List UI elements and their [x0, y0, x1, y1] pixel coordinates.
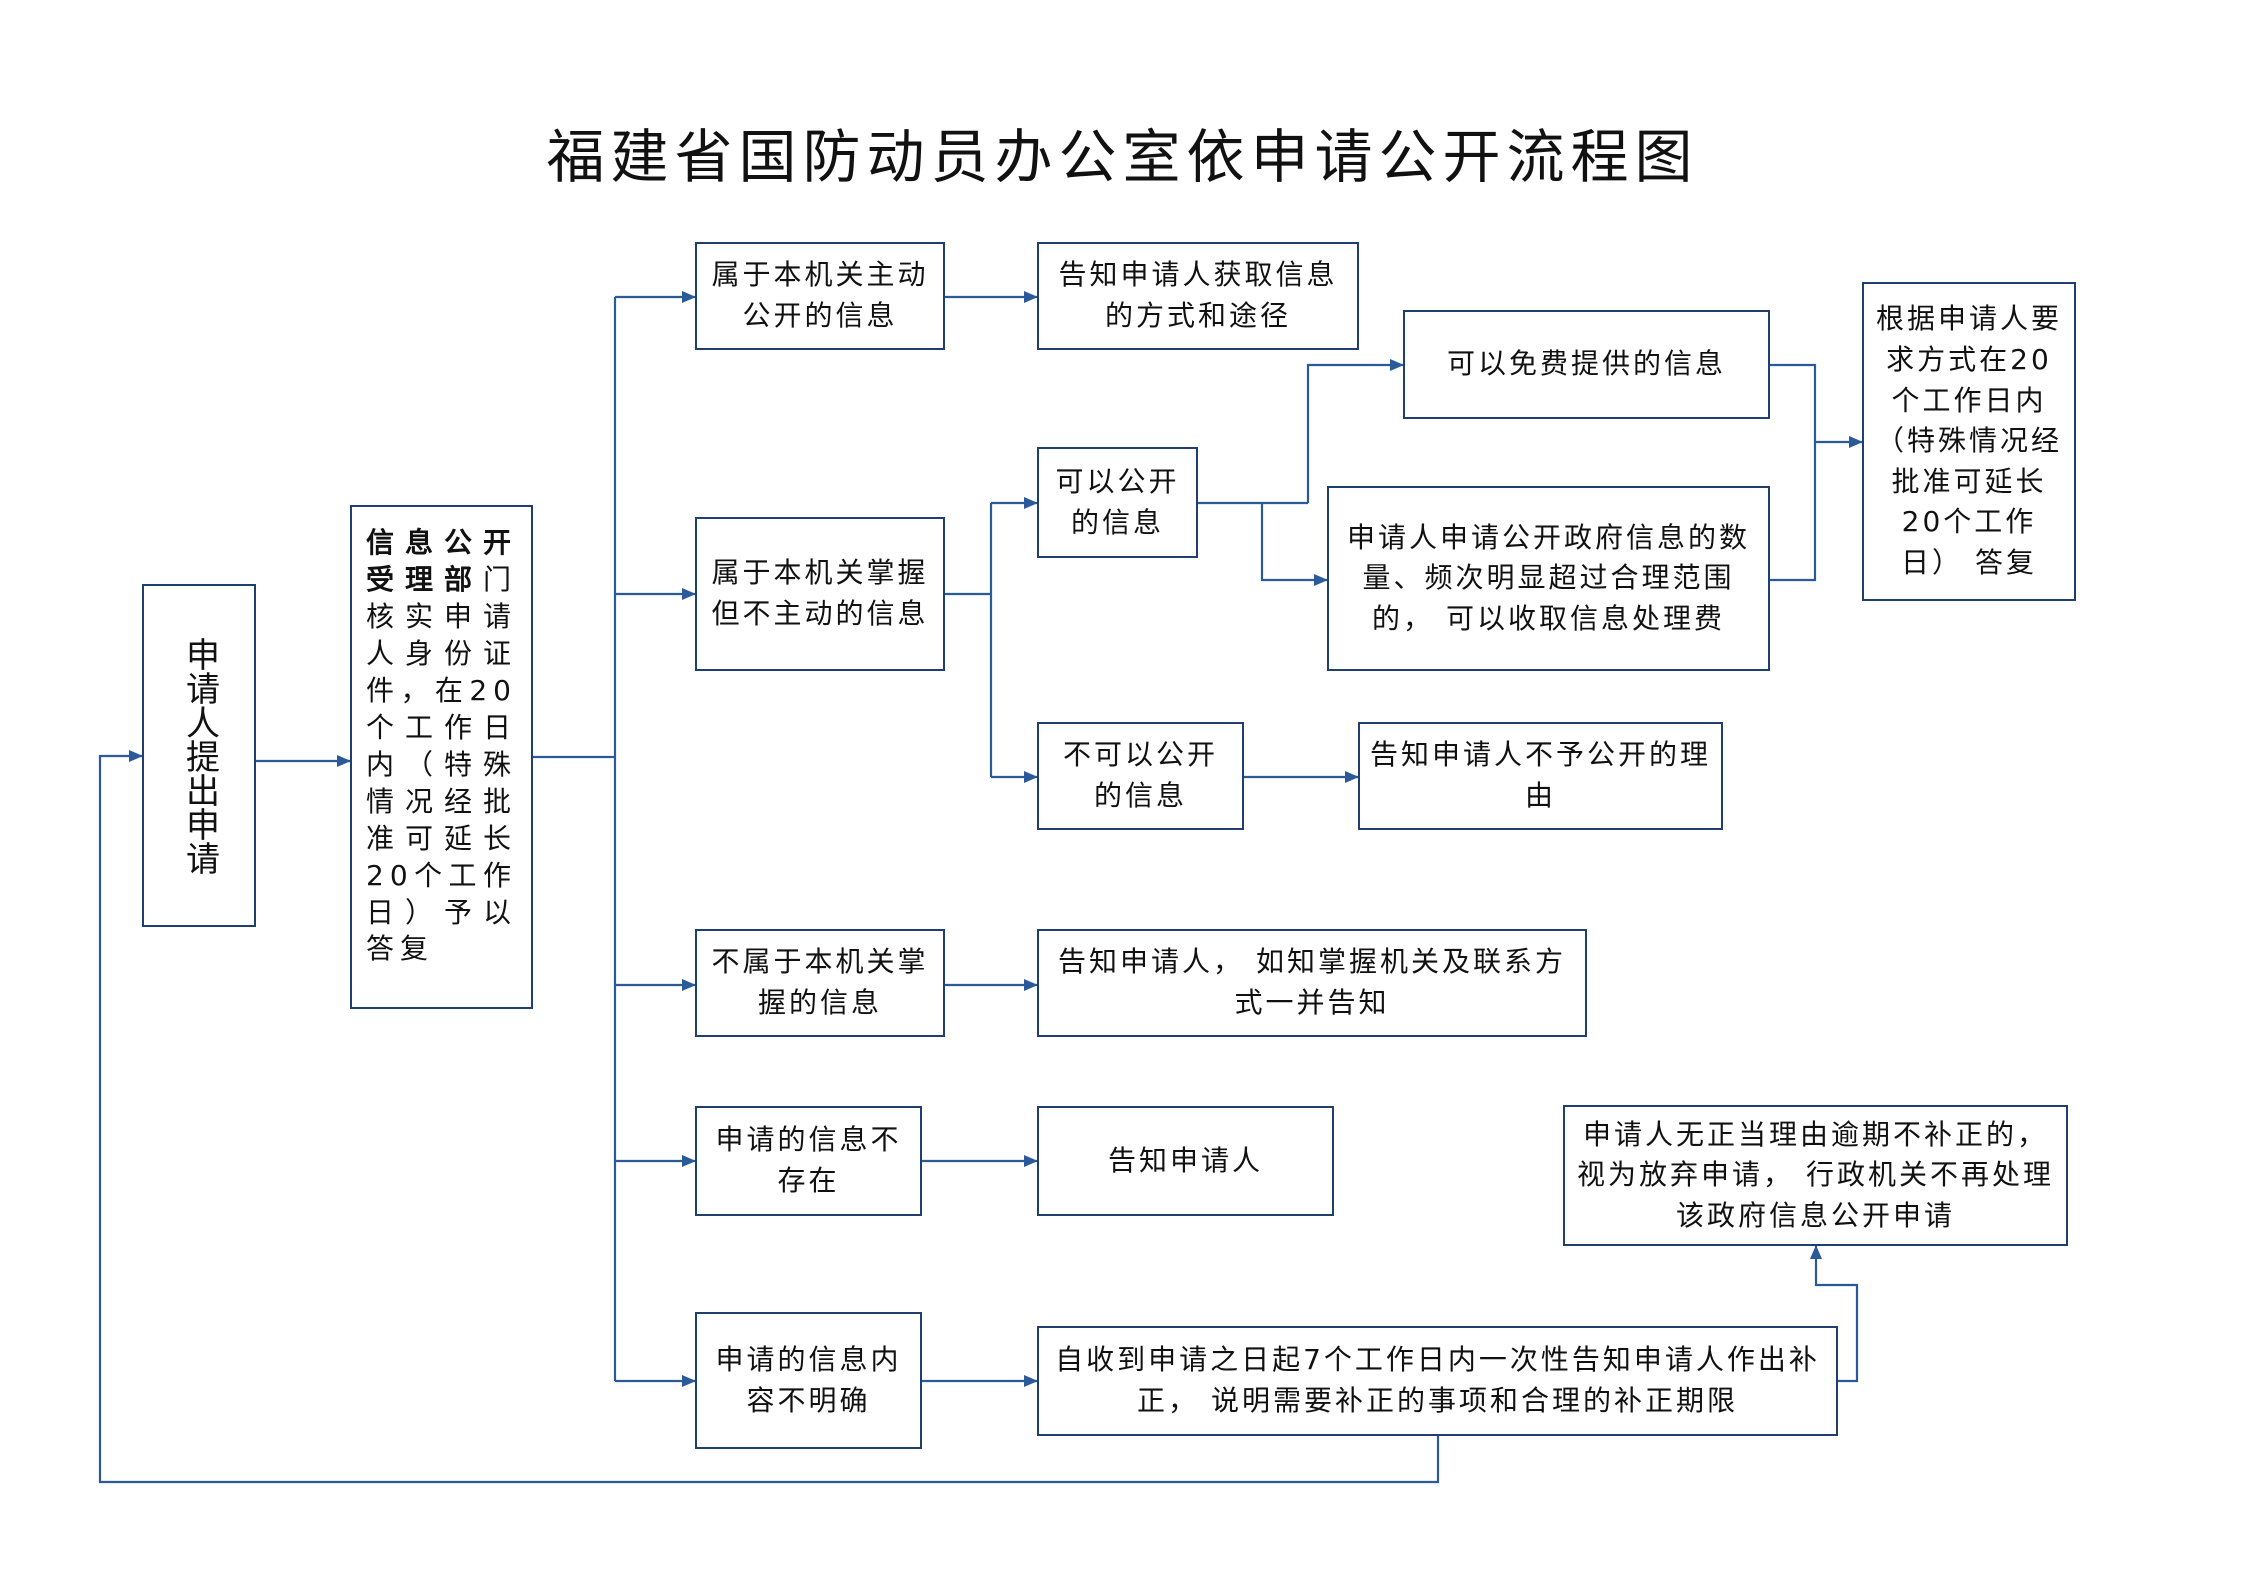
node-accept-rest: 门核实申请人身份证件，在20个工作日内（特殊情况经批准可延长20个工作日）予以答…	[366, 562, 517, 966]
node-cannot-public-label: 不可以公开的信息	[1062, 738, 1218, 812]
node-inform-applicant: 告知申请人	[1037, 1106, 1334, 1216]
page-title: 福建省国防动员办公室依申请公开流程图	[546, 123, 1699, 191]
edge-correction-abandon	[1810, 1245, 1859, 1383]
node-fee-info-label: 申请人申请公开政府信息的数量、频次明显超过合理范围的， 可以收取信息处理费	[1346, 520, 1750, 635]
node-inform-applicant-label: 告知申请人	[1107, 1143, 1263, 1177]
node-inform-contact-label: 告知申请人， 如知掌握机关及联系方式一并告知	[1058, 945, 1566, 1019]
node-accept-bold2: 受理部	[366, 562, 483, 596]
node-abandon-label: 申请人无正当理由逾期不补正的， 视为放弃申请， 行政机关不再处理该政府信息公开申…	[1577, 1117, 2054, 1232]
node-accept-label: 信息公开受理部门核实申请人身份证件，在20个工作日内（特殊情况经批准可延长20个…	[366, 525, 517, 968]
node-reply-label: 根据申请人要求方式在20个工作日内（特殊情况经批准可延长20个工作日） 答复	[1875, 302, 2062, 579]
node-unclear: 申请的信息内容不明确	[695, 1312, 922, 1449]
node-inform-method: 告知申请人获取信息的方式和途径	[1037, 242, 1359, 350]
node-free-info-label: 可以免费提供的信息	[1446, 347, 1726, 381]
node-accept: 信息公开受理部门核实申请人身份证件，在20个工作日内（特殊情况经批准可延长20个…	[350, 505, 533, 1009]
edge-feedback-loop	[98, 750, 1440, 1484]
node-correction-label: 自收到申请之日起7个工作日内一次性告知申请人作出补正， 说明需要补正的事项和合理…	[1055, 1343, 1820, 1417]
edge-free-merge	[1770, 363, 1817, 442]
node-not-held: 不属于本机关掌握的信息	[695, 929, 945, 1037]
node-held-not-active-label: 属于本机关掌握但不主动的信息	[711, 556, 929, 630]
node-inform-method-label: 告知申请人获取信息的方式和途径	[1058, 258, 1338, 332]
node-cannot-public: 不可以公开的信息	[1037, 722, 1244, 830]
node-accept-bold: 信息公开	[366, 526, 517, 559]
node-free-info: 可以免费提供的信息	[1403, 310, 1770, 419]
node-active-public-label: 属于本机关主动公开的信息	[711, 258, 929, 332]
node-reply: 根据申请人要求方式在20个工作日内（特殊情况经批准可延长20个工作日） 答复	[1862, 282, 2076, 601]
node-fee-info: 申请人申请公开政府信息的数量、频次明显超过合理范围的， 可以收取信息处理费	[1327, 486, 1770, 671]
node-abandon: 申请人无正当理由逾期不补正的， 视为放弃申请， 行政机关不再处理该政府信息公开申…	[1563, 1105, 2068, 1246]
node-unclear-label: 申请的信息内容不明确	[715, 1342, 902, 1417]
node-correction: 自收到申请之日起7个工作日内一次性告知申请人作出补正， 说明需要补正的事项和合理…	[1037, 1326, 1838, 1436]
node-apply: 申请人提出申请	[142, 584, 256, 927]
node-active-public: 属于本机关主动公开的信息	[695, 242, 945, 350]
node-can-public-label: 可以公开的信息	[1055, 464, 1180, 539]
node-can-public: 可以公开的信息	[1037, 447, 1198, 558]
edge-fee-merge	[1770, 442, 1817, 582]
node-inform-reason: 告知申请人不予公开的理由	[1358, 722, 1723, 830]
node-apply-label: 申请人提出申请	[179, 636, 220, 875]
edge-can-fee	[1260, 503, 1328, 586]
node-not-held-label: 不属于本机关掌握的信息	[711, 945, 929, 1019]
node-inform-contact: 告知申请人， 如知掌握机关及联系方式一并告知	[1037, 929, 1587, 1037]
edge-can-free	[1306, 359, 1404, 503]
node-not-exist: 申请的信息不存在	[695, 1106, 922, 1216]
node-inform-reason-label: 告知申请人不予公开的理由	[1370, 738, 1712, 812]
node-not-exist-label: 申请的信息不存在	[715, 1123, 902, 1197]
node-held-not-active: 属于本机关掌握但不主动的信息	[695, 517, 945, 671]
